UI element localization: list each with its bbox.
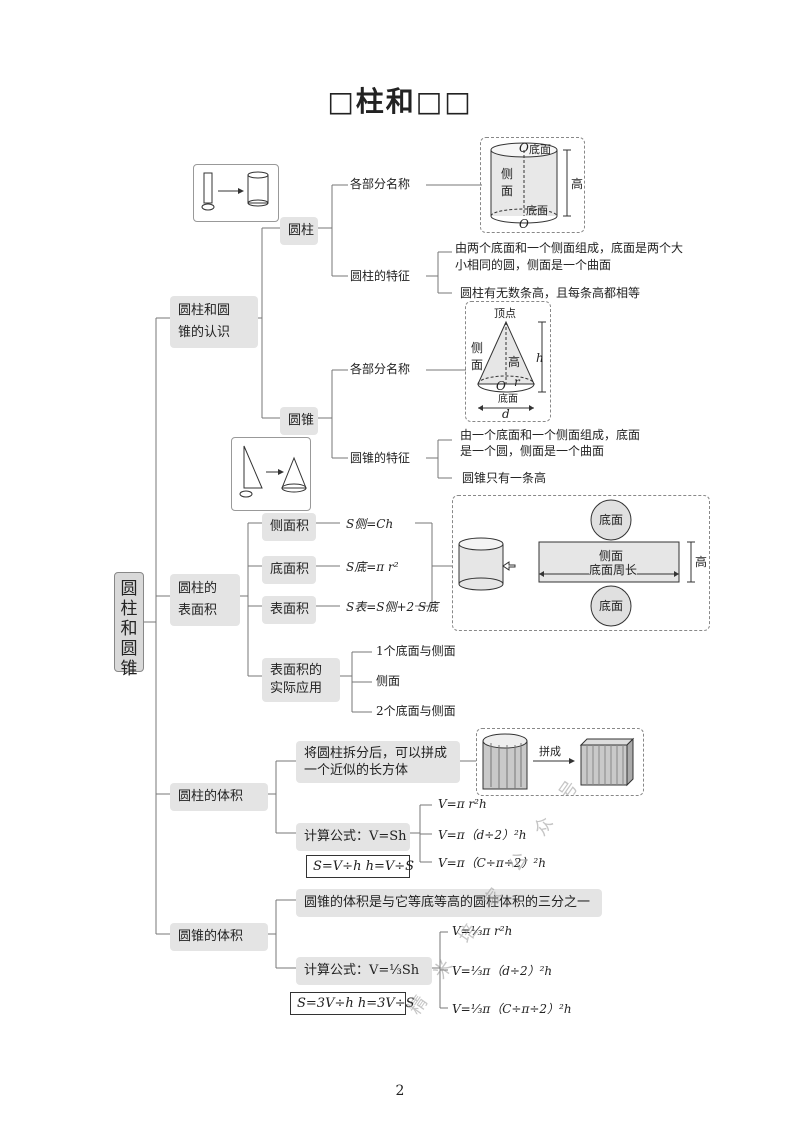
- cyl-volume-formula-item: V=π（d÷2）²h: [438, 828, 527, 842]
- cyl-volume-idea-2: 一个近似的长方体: [304, 763, 409, 778]
- application-item: 1个底面与侧面: [376, 644, 456, 658]
- application-node: 表面积的 实际应用: [262, 658, 340, 702]
- cone-volume-formula-item: V=⅓π（C÷π÷2）²h: [452, 1002, 572, 1016]
- cyl-volume-derived-formulas: S=V÷h h=V÷S: [306, 855, 414, 878]
- cone-volume-formula: 计算公式：V=⅓Sh: [296, 957, 432, 985]
- cylinder-net-diagram: 底面 侧面 底面周长 底面 高: [452, 495, 710, 631]
- cylinder-features-label: 圆柱的特征: [350, 269, 411, 283]
- cone-volume-derived-formulas: S=3V÷h h=3V÷S: [290, 992, 415, 1015]
- cyl-bottom-base-label: 底面: [526, 204, 548, 217]
- cylinder-parts-label: 各部分名称: [350, 177, 411, 191]
- cone-parts-label: 各部分名称: [350, 362, 411, 376]
- cone-figure: [477, 320, 546, 411]
- cone-node: 圆锥: [280, 407, 318, 435]
- cyl-volume-formula-item: V=π r²h: [438, 797, 487, 811]
- cylinder-rotation-illustration: [193, 164, 279, 222]
- application-label-2: 实际应用: [270, 681, 323, 696]
- base-area-node: 底面积: [262, 556, 316, 584]
- cone-d-label: d: [502, 407, 510, 421]
- cyl-top-base-label: 底面: [529, 143, 551, 156]
- cone-volume-formula-item: V=⅓π（d÷2）²h: [452, 964, 553, 978]
- cone-center-label: O: [496, 379, 506, 393]
- cone-feature-1b: 是一个圆，侧面是一个曲面: [460, 444, 605, 458]
- cone-volume-formula-item: V=⅓π r²h: [452, 924, 513, 938]
- surface-area-node: 圆柱的 表面积: [170, 574, 240, 626]
- rotation-icon: [201, 171, 269, 211]
- root-node: 圆 柱 和 圆 锥: [114, 572, 144, 679]
- cone-diagram: 顶点 侧 面 高 h O r 底面 d: [465, 301, 551, 422]
- cone-h-label: h: [536, 351, 544, 365]
- cone-volume-node: 圆锥的体积: [170, 923, 268, 951]
- total-area-formula: S表=S侧+2 S底: [346, 600, 439, 614]
- cone-features-label: 圆锥的特征: [350, 451, 411, 465]
- cone-base-label: 底面: [498, 394, 518, 405]
- root-char: 圆: [120, 579, 138, 599]
- cylinder-volume-idea: 将圆柱拆分后，可以拼成 一个近似的长方体: [296, 741, 460, 783]
- cylinder-feature-1b: 小相同的圆，侧面是一个曲面: [455, 258, 612, 272]
- cone-height-label: 高: [508, 355, 521, 369]
- cyl-side-label-2: 面: [501, 184, 514, 198]
- application-item: 侧面: [376, 674, 401, 688]
- net-side-label: 侧面: [599, 549, 624, 563]
- cylinder-rearrange-diagram: 拼成: [476, 728, 644, 796]
- cylinder-node: 圆柱: [280, 217, 318, 245]
- lateral-area-node: 侧面积: [262, 513, 316, 541]
- root-char: 柱: [120, 599, 138, 619]
- recognition-label-1: 圆柱和圆: [178, 303, 231, 318]
- surface-area-label-2: 表面积: [178, 603, 218, 618]
- total-area-node: 表面积: [262, 596, 316, 624]
- rotation-icon: [239, 445, 307, 498]
- net-bottom-base-label: 底面: [599, 599, 624, 613]
- net-perimeter-label: 底面周长: [589, 562, 638, 579]
- application-label-1: 表面积的: [270, 663, 323, 678]
- root-char: 和: [120, 619, 138, 639]
- net-height-label: 高: [695, 555, 708, 569]
- cyl-volume-idea-1: 将圆柱拆分后，可以拼成: [304, 746, 448, 761]
- cone-rotation-illustration: [231, 437, 311, 511]
- application-item: 2个底面与侧面: [376, 704, 456, 718]
- cylinder-figure: [490, 142, 571, 224]
- rearrange-arrow-label: 拼成: [539, 745, 561, 758]
- cyl-center-label-bottom: O: [519, 217, 529, 231]
- cone-volume-rule: 圆锥的体积是与它等底等高的圆柱体积的三分之一: [296, 889, 602, 917]
- surface-area-label-1: 圆柱的: [178, 581, 218, 596]
- net-top-base-label: 底面: [599, 513, 624, 527]
- cyl-center-label: O: [519, 141, 529, 155]
- cyl-volume-formula-item: V=π（C÷π÷2）²h: [438, 856, 546, 870]
- base-area-formula: S底=π r²: [346, 560, 399, 574]
- page-number: 2: [395, 1083, 405, 1099]
- cone-feature-1a: 由一个底面和一个侧面组成，底面: [460, 428, 641, 442]
- recognition-node: 圆柱和圆 锥的认识: [170, 296, 258, 348]
- root-char: 圆: [120, 639, 138, 659]
- cylinder-net-figure: [458, 499, 695, 627]
- rearrange-figure: [482, 733, 635, 790]
- cone-r-label: r: [514, 375, 520, 389]
- root-char: 锥: [120, 659, 138, 679]
- cone-side-label-2: 面: [471, 358, 484, 372]
- cyl-side-label-1: 侧: [501, 167, 514, 181]
- page-title: □柱和□□: [327, 85, 473, 118]
- cylinder-feature-1a: 由两个底面和一个侧面组成，底面是两个大: [455, 241, 684, 255]
- cylinder-volume-node: 圆柱的体积: [170, 783, 268, 811]
- cylinder-volume-formula: 计算公式：V=Sh: [296, 823, 410, 851]
- cyl-height-label: 高: [571, 177, 584, 191]
- lateral-area-formula: S侧=Ch: [346, 517, 394, 531]
- cylinder-diagram: O 底面 侧 面 底面 O 高: [480, 137, 585, 233]
- recognition-label-2: 锥的认识: [178, 325, 231, 340]
- cone-apex-label: 顶点: [494, 307, 516, 320]
- cone-feature-2: 圆锥只有一条高: [462, 471, 547, 485]
- cone-side-label-1: 侧: [471, 341, 484, 355]
- cylinder-feature-2: 圆柱有无数条高，且每条高都相等: [460, 286, 641, 300]
